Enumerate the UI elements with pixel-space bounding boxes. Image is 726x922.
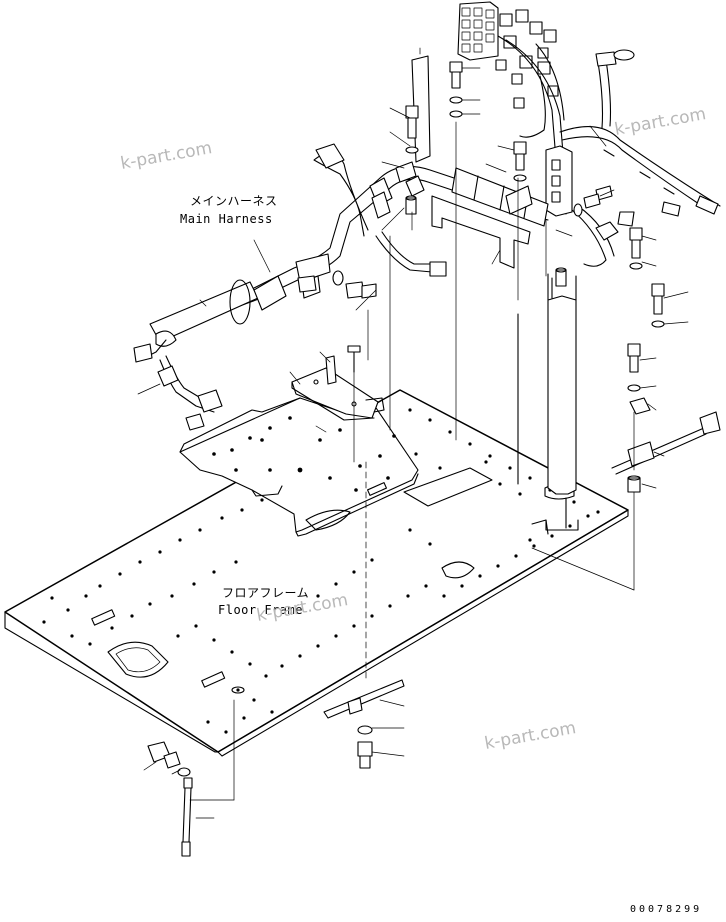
right-stay [517,273,579,535]
sub-floor-plate [179,395,419,537]
main-harness-label-jp: メインハーネス [190,194,278,208]
document-id: 00078299 [630,904,703,915]
floor-frame-label-en: Floor Frame [218,603,303,617]
main-harness [133,1,721,431]
floor-frame-label-jp: フロアフレーム [222,586,310,600]
main-harness-label-en: Main Harness [180,212,273,226]
assembly-lines [137,47,689,819]
fastener-parts [147,61,721,857]
bracket-plate [291,367,385,421]
